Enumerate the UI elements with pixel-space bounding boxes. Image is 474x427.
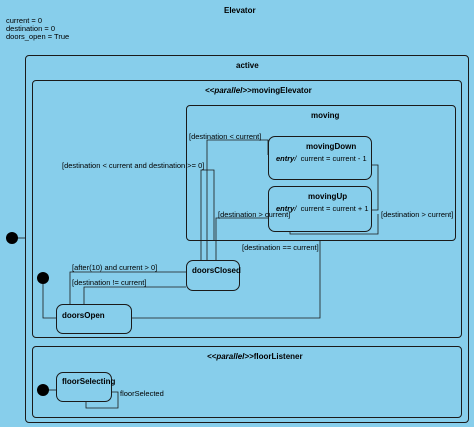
label-floor-selected: floorSelected bbox=[120, 389, 164, 398]
moving-state[interactable] bbox=[186, 105, 456, 241]
moving-down-entry-keyword: entry bbox=[276, 154, 295, 163]
transition-after-10 bbox=[69, 271, 186, 304]
moving-up-entry: entry/ current = current + 1 bbox=[276, 204, 369, 213]
moving-up-entry-action: current = current + 1 bbox=[300, 204, 369, 213]
floor-listener-stereotype: <<parallel>> bbox=[207, 352, 254, 361]
floor-listener-region[interactable] bbox=[32, 346, 462, 418]
floor-listener-title: <<parallel>>floorListener bbox=[207, 352, 303, 361]
moving-elevator-region[interactable] bbox=[32, 80, 462, 338]
doors-open-title: doorsOpen bbox=[62, 311, 105, 320]
moving-elevator-name: movingElevator bbox=[251, 86, 312, 95]
initial-pseudostate-active bbox=[6, 232, 18, 244]
moving-elevator-title: <<parallel>>movingElevator bbox=[205, 86, 312, 95]
transition-dest-eq-current bbox=[132, 240, 321, 319]
moving-up-state[interactable] bbox=[268, 186, 372, 232]
transition-dest-gt-current-2 bbox=[372, 164, 379, 211]
label-dest-lt-and-ge: [destination < current and destination >… bbox=[62, 161, 205, 170]
initial-transition-doorsopen bbox=[42, 284, 56, 319]
moving-up-entry-slash: / bbox=[294, 204, 297, 213]
label-dest-eq-current: [destination == current] bbox=[242, 243, 319, 252]
label-dest-lt-current: [destination < current] bbox=[189, 132, 262, 141]
moving-title: moving bbox=[311, 111, 340, 120]
floor-selecting-title: floorSelecting bbox=[62, 377, 116, 386]
label-after-10: [after(10) and current > 0] bbox=[72, 263, 158, 272]
transition-floor-selected bbox=[85, 391, 119, 409]
moving-down-entry-action: current = current - 1 bbox=[300, 154, 367, 163]
variable-current: current = 0 bbox=[6, 16, 43, 25]
transition-dest-ne-current bbox=[83, 286, 186, 304]
moving-down-entry: entry/ current = current - 1 bbox=[276, 154, 367, 163]
floor-selecting-state[interactable] bbox=[56, 372, 112, 402]
transition-dest-lt-and-ge bbox=[200, 169, 215, 260]
variable-doors-open: doors_open = True bbox=[6, 32, 70, 41]
label-dest-ne-current: [destination != current] bbox=[72, 278, 147, 287]
transition-up-loop bbox=[289, 214, 379, 235]
label-dest-gt-current-2: [destination > current] bbox=[381, 210, 454, 219]
moving-down-entry-slash: / bbox=[294, 154, 297, 163]
label-dest-gt-current-1: [destination > current] bbox=[218, 210, 291, 219]
initial-pseudostate-floor-listener bbox=[37, 384, 49, 396]
active-title: active bbox=[236, 61, 259, 70]
moving-elevator-stereotype: <<parallel>> bbox=[205, 86, 252, 95]
moving-down-state[interactable] bbox=[268, 136, 372, 180]
transition-dest-gt-current-1 bbox=[215, 217, 268, 260]
moving-up-entry-keyword: entry bbox=[276, 204, 295, 213]
doors-closed-state[interactable] bbox=[186, 260, 240, 291]
doors-closed-title: doorsClosed bbox=[192, 266, 241, 275]
initial-pseudostate-moving-elevator bbox=[37, 272, 49, 284]
elevator-title: Elevator bbox=[224, 6, 256, 15]
active-state[interactable] bbox=[25, 55, 469, 423]
variables-block: current = 0 destination = 0 doors_open =… bbox=[6, 17, 69, 41]
floor-listener-name: floorListener bbox=[253, 352, 303, 361]
moving-down-title: movingDown bbox=[306, 142, 357, 151]
variable-destination: destination = 0 bbox=[6, 24, 55, 33]
moving-up-title: movingUp bbox=[308, 192, 348, 201]
doors-open-state[interactable] bbox=[56, 304, 132, 334]
